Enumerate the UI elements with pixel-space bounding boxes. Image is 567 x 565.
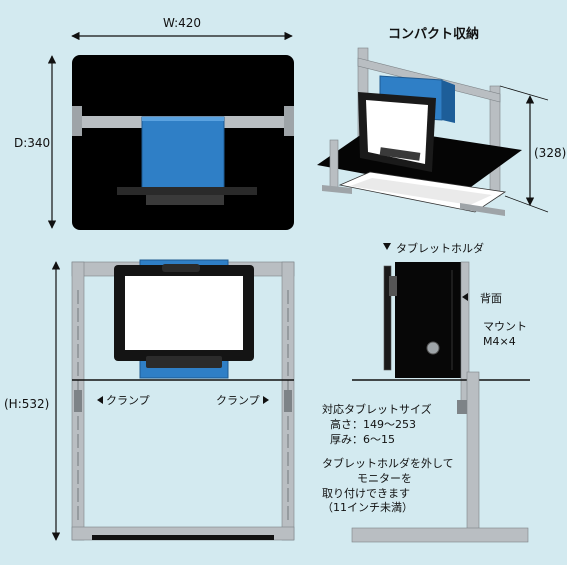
note-line-2: モニターを [357,472,412,485]
back-arrow-icon [462,293,468,301]
compact-height-label: (328) [534,146,566,160]
note-line-1: タブレットホルダを外して [322,456,454,470]
clamp-left-part [74,390,82,412]
back-label: 背面 [480,291,502,305]
front-tablet-screen [125,276,243,350]
clamp-right-label: クランプ [216,394,260,407]
note-line-4: （11インチ未満） [322,501,413,514]
depth-label: D:340 [14,136,50,150]
side-stand-column [466,371,480,531]
front-view: (H:532) クランプ クランプ [4,259,295,541]
note-line-3: 取り付けできます [322,487,410,500]
spec-title: 対応タブレットサイズ [322,402,432,416]
side-view: タブレットホルダ 背面 マウント M4×4 対応タブレットサイズ 高さ：149〜… [322,241,530,543]
height-label: (H:532) [4,397,49,411]
spec-height: 高さ：149〜253 [330,417,416,431]
clamp-right-arrow-icon [263,396,269,404]
compact-view: コンパクト収納 (328) [317,26,566,216]
clamp-left-arrow-icon [97,396,103,404]
top-view: W:420 D:340 [14,16,294,230]
rail-clamp-right [284,106,294,136]
compact-title: コンパクト収納 [388,26,479,42]
tablet-holder-label: タブレットホルダ [396,241,484,255]
mount-label-2: M4×4 [483,335,516,348]
tray-plate [117,187,257,195]
clamp-left-label: クランプ [106,394,150,407]
side-holder-box [395,262,461,378]
spec-thickness: 厚み：6〜15 [330,433,395,446]
mount-knob [426,341,440,355]
holder-down-arrow-icon [383,243,391,250]
rail-clamp-left [72,106,82,136]
side-base [351,527,529,543]
clamp-right-part [284,390,292,412]
width-label: W:420 [163,16,201,30]
mount-label-1: マウント [483,320,527,333]
blue-holder-block [141,116,225,190]
side-tablet-edge [383,265,392,371]
